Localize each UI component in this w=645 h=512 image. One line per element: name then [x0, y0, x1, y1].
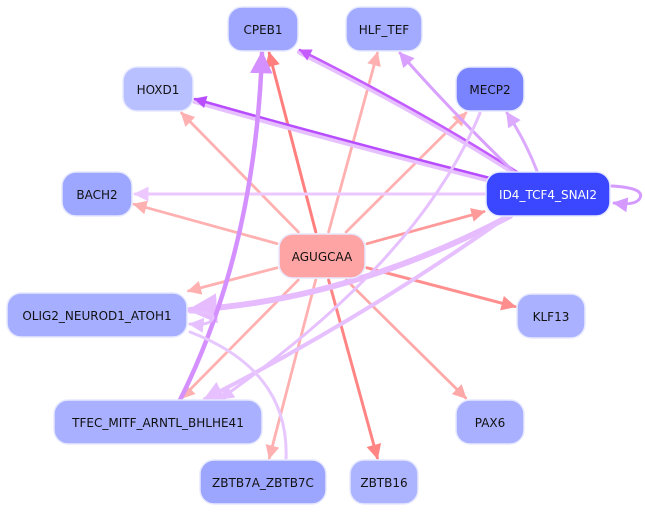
node-label: OLIG2_NEUROD1_ATOH1 — [22, 309, 171, 323]
node-box[interactable] — [345, 6, 423, 52]
edge-agugcaa-to-olig2-neurod1-atoh1[interactable] — [187, 266, 279, 295]
node-box[interactable] — [227, 6, 299, 52]
node-hlf-tef[interactable]: HLF_TEF — [345, 6, 423, 52]
edge-id4-tcf4-snai2-to-cpeb1[interactable] — [298, 48, 519, 174]
edge-olig2-neurod1-atoh1-to-zbtb7a-zbtb7c[interactable] — [188, 330, 288, 462]
node-box[interactable] — [278, 233, 366, 279]
node-box[interactable] — [6, 292, 188, 338]
node-box[interactable] — [455, 399, 525, 445]
node-olig2-neurod1-atoh1[interactable]: OLIG2_NEUROD1_ATOH1 — [6, 292, 188, 338]
edge-halo — [297, 49, 520, 177]
node-label: ZBTB16 — [360, 476, 407, 490]
node-box[interactable] — [455, 66, 525, 112]
edge-agugcaa-to-cpeb1[interactable] — [265, 51, 318, 234]
node-cpeb1[interactable]: CPEB1 — [227, 6, 299, 52]
edge-id4-tcf4-snai2-to-id4-tcf4-snai2[interactable] — [610, 184, 643, 213]
edge-agugcaa-to-hoxd1[interactable] — [180, 111, 300, 234]
node-agugcaa[interactable]: AGUGCAA — [278, 233, 366, 279]
edge-id4-tcf4-snai2-to-mecp2[interactable] — [505, 111, 539, 173]
edge-tfec-mitf-arntl-bhlhe41-to-cpeb1[interactable] — [177, 50, 273, 403]
node-label: HLF_TEF — [359, 23, 410, 37]
node-box[interactable] — [349, 459, 419, 505]
node-tfec-mitf-arntl-bhlhe41[interactable]: TFEC_MITF_ARNTL_BHLHE41 — [53, 399, 263, 445]
edge-agugcaa-to-bach2[interactable] — [132, 200, 279, 245]
node-zbtb16[interactable]: ZBTB16 — [349, 459, 419, 505]
edge-id4-tcf4-snai2-to-tfec-mitf-arntl-bhlhe41[interactable] — [203, 216, 507, 401]
node-zbtb7a-zbtb7c[interactable]: ZBTB7A_ZBTB7C — [199, 459, 327, 505]
node-bach2[interactable]: BACH2 — [61, 171, 133, 217]
edge-agugcaa-to-zbtb7a-zbtb7c[interactable] — [265, 278, 318, 460]
node-label: HOXD1 — [137, 83, 180, 97]
node-label: PAX6 — [475, 416, 506, 430]
edge-agugcaa-to-id4-tcf4-snai2[interactable] — [365, 208, 486, 246]
node-box[interactable] — [61, 171, 133, 217]
node-label: TFEC_MITF_ARNTL_BHLHE41 — [71, 416, 244, 430]
node-label: CPEB1 — [243, 23, 282, 37]
edge-id4-tcf4-snai2-to-hlf-tef[interactable] — [398, 51, 516, 174]
node-box[interactable] — [199, 459, 327, 505]
node-box[interactable] — [485, 171, 611, 217]
node-box[interactable] — [53, 399, 263, 445]
edge-agugcaa-to-klf13[interactable] — [365, 266, 517, 311]
node-label: MECP2 — [469, 83, 510, 97]
edge-agugcaa-to-pax6[interactable] — [344, 278, 468, 400]
node-label: BACH2 — [76, 188, 117, 202]
edge-olig2-neurod1-atoh1-to-olig2-neurod1-atoh1[interactable] — [188, 310, 215, 333]
edge-agugcaa-to-zbtb16[interactable] — [327, 278, 382, 460]
edge-id4-tcf4-snai2-to-hoxd1[interactable] — [193, 96, 492, 180]
node-pax6[interactable]: PAX6 — [455, 399, 525, 445]
node-box[interactable] — [122, 66, 194, 112]
node-label: AGUGCAA — [292, 250, 353, 264]
edges-layer — [132, 48, 643, 462]
edge-mecp2-to-tfec-mitf-arntl-bhlhe41[interactable] — [218, 111, 482, 401]
node-label: ZBTB7A_ZBTB7C — [212, 476, 314, 490]
edge-id4-tcf4-snai2-to-olig2-neurod1-atoh1[interactable] — [187, 213, 513, 324]
node-hoxd1[interactable]: HOXD1 — [122, 66, 194, 112]
node-mecp2[interactable]: MECP2 — [455, 66, 525, 112]
node-label: ID4_TCF4_SNAI2 — [499, 188, 597, 202]
node-id4-tcf4-snai2[interactable]: ID4_TCF4_SNAI2 — [485, 171, 611, 217]
node-klf13[interactable]: KLF13 — [516, 293, 586, 339]
node-label: KLF13 — [533, 310, 570, 324]
node-box[interactable] — [516, 293, 586, 339]
